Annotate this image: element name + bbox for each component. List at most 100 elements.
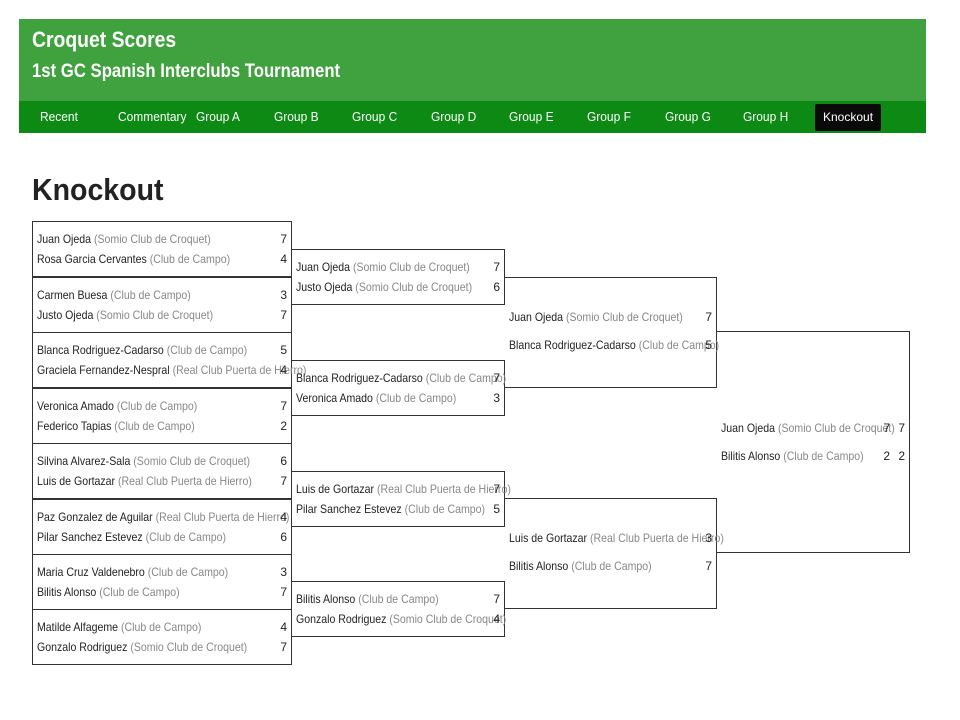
nav-group-f[interactable]: Group F	[587, 109, 631, 124]
player-club: (Somio Club de Croquet)	[565, 310, 683, 324]
match-round2-3: Luis de Gortazar (Real Club Puerta de Hi…	[292, 471, 511, 527]
player-club: (Club de Campo)	[116, 399, 198, 413]
player-name: Luis de Gortazar	[37, 474, 116, 488]
site-title[interactable]: Croquet Scores	[32, 27, 177, 52]
player-entry: Graciela Fernandez-Nespral (Real Club Pu…	[37, 363, 306, 377]
player-row: Justo Ojeda (Somio Club de Croquet)6	[296, 280, 500, 296]
nav-group-e[interactable]: Group E	[509, 109, 554, 124]
match-round3-2: Luis de Gortazar (Real Club Puerta de Hi…	[505, 498, 724, 609]
player-score: 7	[493, 260, 500, 274]
player-name: Bilitis Alonso	[509, 559, 569, 573]
site-header: Croquet Scores 1st GC Spanish Interclubs…	[19, 19, 926, 101]
player-name: Juan Ojeda	[37, 232, 92, 246]
player-entry: Bilitis Alonso (Club de Campo)	[509, 559, 652, 573]
player-score: 2	[280, 419, 287, 433]
match-round1-5: Silvina Alvarez-Sala (Somio Club de Croq…	[32, 443, 292, 499]
player-club: (Real Club Puerta de Hierro)	[155, 510, 290, 524]
game-score-2: 7	[898, 421, 905, 435]
player-entry: Justo Ojeda (Somio Club de Croquet)	[296, 280, 472, 294]
player-entry: Maria Cruz Valdenebro (Club de Campo)	[37, 565, 228, 579]
nav-group-h[interactable]: Group H	[743, 109, 789, 124]
nav-group-b[interactable]: Group B	[274, 109, 319, 124]
player-score: 7	[280, 474, 287, 488]
player-club: (Club de Campo)	[166, 343, 248, 357]
player-entry: Justo Ojeda (Somio Club de Croquet)	[37, 308, 213, 322]
nav-group-a[interactable]: Group A	[196, 109, 240, 124]
player-name: Silvina Alvarez-Sala	[37, 454, 131, 468]
player-entry: Blanca Rodriguez-Cadarso (Club de Campo)	[296, 371, 506, 385]
player-entry: Paz Gonzalez de Aguilar (Real Club Puert…	[37, 510, 289, 524]
nav-commentary[interactable]: Commentary	[118, 109, 187, 124]
player-score: 7	[280, 232, 287, 246]
player-entry: Veronica Amado (Club de Campo)	[37, 399, 197, 413]
player-name: Matilde Alfageme	[37, 620, 119, 634]
player-score: 5	[493, 502, 500, 516]
player-name: Paz Gonzalez de Aguilar	[37, 510, 153, 524]
match-round1-3: Blanca Rodriguez-Cadarso (Club de Campo)…	[32, 332, 306, 388]
player-name: Rosa Garcia Cervantes	[37, 252, 147, 266]
player-score: 3	[280, 288, 287, 302]
nav-group-g[interactable]: Group G	[665, 109, 711, 124]
player-score: 6	[280, 530, 287, 544]
player-row: Carmen Buesa (Club de Campo) 3	[37, 288, 287, 304]
tournament-title[interactable]: 1st GC Spanish Interclubs Tournament	[32, 61, 341, 82]
player-name: Juan Ojeda	[296, 260, 351, 274]
player-row: Luis de Gortazar (Real Club Puerta de Hi…	[296, 482, 511, 498]
player-row: Gonzalo Rodriguez (Somio Club de Croquet…	[37, 640, 287, 656]
player-name: Justo Ojeda	[296, 280, 353, 294]
player-row: Blanca Rodriguez-Cadarso (Club de Campo)…	[296, 371, 506, 387]
player-entry: Carmen Buesa (Club de Campo)	[37, 288, 191, 302]
nav-group-c[interactable]: Group C	[352, 109, 398, 124]
player-entry: Bilitis Alonso (Club de Campo)	[37, 585, 180, 599]
player-row: Rosa Garcia Cervantes (Club de Campo)4	[37, 252, 287, 268]
player-entry: Juan Ojeda (Somio Club de Croquet)	[37, 232, 211, 246]
player-score: 4	[280, 363, 287, 377]
player-score: 4	[280, 252, 287, 266]
player-row: Bilitis Alonso (Club de Campo)7	[509, 559, 712, 575]
player-entry: Pilar Sanchez Estevez (Club de Campo)	[37, 530, 226, 544]
player-club: (Real Club Puerta de Hierro)	[590, 531, 724, 545]
player-row: Juan Ojeda (Somio Club de Croquet)7	[509, 310, 712, 326]
player-club: (Club de Campo)	[783, 449, 864, 463]
player-row: Gonzalo Rodriguez (Somio Club de Croquet…	[296, 612, 506, 628]
player-name: Luis de Gortazar	[296, 482, 375, 496]
player-row: Veronica Amado (Club de Campo)3	[296, 391, 500, 407]
nav-recent[interactable]: Recent	[40, 109, 78, 124]
match-round2-2: Blanca Rodriguez-Cadarso (Club de Campo)…	[292, 360, 506, 416]
player-club: (Somio Club de Croquet)	[352, 260, 470, 274]
game-score-1: 2	[883, 449, 890, 463]
player-name: Carmen Buesa	[37, 288, 108, 302]
player-club: (Somio Club de Croquet)	[389, 612, 507, 626]
player-row: Bilitis Alonso (Club de Campo)7	[296, 592, 500, 608]
player-entry: Bilitis Alonso (Club de Campo)	[721, 449, 864, 463]
player-club: (Real Club Puerta de Hierro)	[172, 363, 307, 377]
player-row: Matilde Alfageme (Club de Campo)4	[37, 620, 287, 636]
player-entry: Blanca Rodriguez-Cadarso (Club de Campo)	[509, 338, 719, 352]
player-name: Bilitis Alonso	[721, 449, 781, 463]
player-row: Pilar Sanchez Estevez (Club de Campo)5	[296, 502, 500, 518]
player-club: (Somio Club de Croquet)	[96, 308, 214, 322]
player-club: (Real Club Puerta de Hierro)	[118, 474, 252, 488]
player-name: Luis de Gortazar	[509, 531, 588, 545]
player-entry: Luis de Gortazar (Real Club Puerta de Hi…	[37, 474, 252, 488]
player-club: (Club de Campo)	[147, 565, 229, 579]
player-name: Blanca Rodriguez-Cadarso	[37, 343, 164, 357]
player-entry: Luis de Gortazar (Real Club Puerta de Hi…	[296, 482, 511, 496]
player-score: 7	[280, 640, 287, 654]
player-row: Veronica Amado (Club de Campo)7	[37, 399, 287, 415]
player-score: 3	[705, 531, 712, 545]
player-name: Blanca Rodriguez-Cadarso	[296, 371, 423, 385]
player-score: 6	[280, 454, 287, 468]
nav-knockout[interactable]: Knockout	[815, 104, 882, 131]
player-entry: Juan Ojeda (Somio Club de Croquet)	[721, 421, 895, 435]
player-name: Federico Tapias	[37, 419, 112, 433]
player-name: Justo Ojeda	[37, 308, 94, 322]
player-club: (Club de Campo)	[358, 592, 439, 606]
player-name: Graciela Fernandez-Nespral	[37, 363, 170, 377]
nav-group-d[interactable]: Group D	[431, 109, 477, 124]
player-score: 7	[493, 592, 500, 606]
